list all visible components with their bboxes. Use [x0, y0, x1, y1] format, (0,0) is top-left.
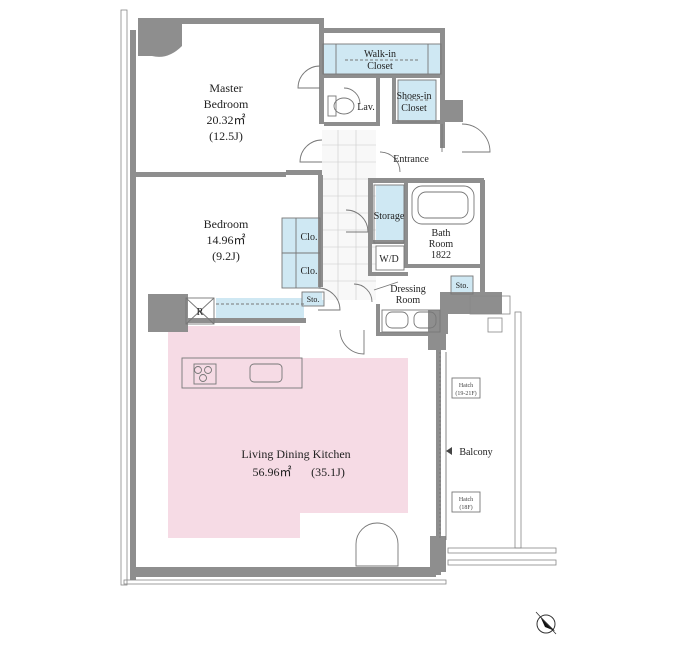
balcony-name: Balcony [459, 447, 492, 458]
hatch-2: Hatch (18F) [459, 497, 473, 511]
balcony-arrow-icon [446, 447, 452, 455]
ldk-name: Living Dining Kitchen [241, 447, 350, 461]
room-refrigerator: R [197, 307, 204, 318]
hatch-2-line2: (18F) [459, 504, 472, 511]
room-shoes-in-closet: Shoes-in Closet [397, 91, 432, 114]
master-bedroom-name-line1: Master [209, 81, 242, 95]
bedroom-area: 14.96㎡ [206, 233, 245, 247]
bath-room-size: 1822 [431, 250, 451, 261]
ldk-highlight [168, 326, 408, 538]
hall-tiles [322, 130, 376, 300]
hatch-2-line1: Hatch [459, 497, 473, 503]
shoes-in-closet-line2: Closet [401, 103, 427, 114]
ldk-jo: (35.1J) [311, 465, 345, 479]
room-master-bedroom: Master Bedroom 20.32㎡ (12.5J) [204, 81, 249, 143]
hatch-1-line2: (19-21F) [455, 390, 476, 397]
room-storage: Storage [374, 211, 405, 222]
exterior-walls [120, 9, 557, 586]
master-bedroom-jo: (12.5J) [209, 129, 243, 143]
fixture-lines [181, 43, 481, 567]
walk-in-closet-line2: Closet [367, 61, 393, 72]
door-swings [297, 65, 491, 355]
room-ldk: Living Dining Kitchen 56.96㎡ (35.1J) [241, 447, 350, 479]
shoes-in-closet-line1: Shoes-in [397, 91, 432, 102]
hatch-1: Hatch (19-21F) [455, 383, 476, 397]
room-washer-dryer: W/D [379, 254, 398, 265]
dressing-room-line1: Dressing [390, 284, 426, 295]
master-bedroom-area: 20.32㎡ [206, 113, 245, 127]
bedroom-name: Bedroom [204, 217, 249, 231]
north-arrow-icon [535, 611, 557, 635]
room-closet-1: Clo. [301, 232, 318, 243]
room-storage-small-1: Sto. [307, 295, 320, 304]
walk-in-closet-line1: Walk-in [364, 49, 396, 60]
bath-room-line1: Bath [432, 228, 451, 239]
room-dressing: Dressing Room [390, 284, 426, 306]
dressing-room-line2: Room [396, 295, 421, 306]
room-balcony: Balcony [446, 447, 493, 458]
interior-walls [136, 24, 484, 336]
hatch-1-line1: Hatch [459, 383, 473, 389]
bath-room-line2: Room [429, 239, 454, 250]
room-lavatory: Lav. [357, 102, 374, 113]
ldk-area: 56.96㎡ [252, 465, 291, 479]
room-bath: Bath Room 1822 [429, 228, 454, 261]
room-walk-in-closet: Walk-in Closet [364, 49, 396, 72]
bedroom-jo: (9.2J) [212, 249, 240, 263]
room-entrance: Entrance [393, 154, 429, 165]
room-bedroom: Bedroom 14.96㎡ (9.2J) [204, 217, 249, 263]
master-bedroom-name-line2: Bedroom [204, 97, 249, 111]
room-closet-2: Clo. [301, 266, 318, 277]
room-storage-small-2: Sto. [456, 281, 469, 290]
